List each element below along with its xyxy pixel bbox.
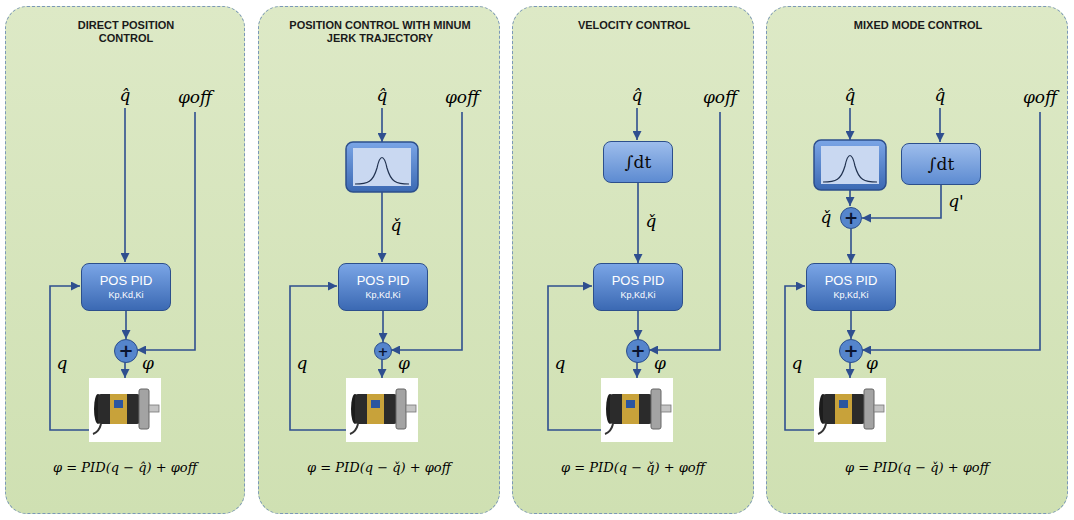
summing-junction: + (626, 339, 650, 363)
min-jerk-profile (814, 140, 886, 190)
signal-name: q̂ (632, 84, 643, 106)
signal-name: q' (948, 190, 964, 212)
gain-list: Kp,Kd,Ki (365, 289, 400, 301)
summing-junction: + (840, 207, 862, 229)
signal-name: φ (398, 352, 410, 374)
pid-controller-box: POS PIDKp,Kd,Ki (593, 263, 683, 311)
panel-title: MIXED MODE CONTROL (823, 19, 1013, 32)
integral-symbol: ∫dt (928, 154, 955, 174)
signal-arrow (637, 183, 639, 263)
summing-junction: + (374, 342, 392, 360)
signal-name: q̂ (845, 84, 856, 106)
signal-name: q̌ (646, 210, 657, 232)
plus-sign: + (630, 342, 645, 360)
signal-name: φoff (1023, 86, 1057, 108)
signal-wire (381, 108, 383, 142)
plus-sign: + (118, 342, 133, 360)
feedback-wire (290, 286, 346, 430)
panel-title: DIRECT POSITION CONTROL (56, 19, 196, 45)
control-law: φ = PID(q − q̌) + φoff (561, 460, 705, 476)
signal-name: q̂ (377, 84, 388, 106)
motor-image (814, 378, 886, 442)
motor-image (89, 378, 161, 442)
controller-name: POS PID (100, 273, 153, 289)
plus-sign: + (844, 210, 858, 227)
controller-name: POS PID (825, 273, 878, 289)
feedback-wire (548, 286, 601, 430)
signal-arrow (382, 311, 384, 342)
signal-wire (939, 108, 941, 142)
controller-name: POS PID (612, 273, 665, 289)
controller-name: POS PID (357, 273, 410, 289)
signal-wire (381, 192, 383, 262)
control-mode-panel: DIRECT POSITION CONTROL POS PIDKp,Kd,Ki + (5, 6, 245, 514)
gain-list: Kp,Kd,Ki (833, 289, 868, 301)
signal-name: q (297, 352, 308, 374)
control-mode-panel: VELOCITY CONTROL ∫dtPOS PIDKp,Kd,Ki + (512, 6, 754, 514)
pid-controller-box: POS PIDKp,Kd,Ki (806, 263, 896, 311)
pid-controller-box: POS PIDKp,Kd,Ki (81, 263, 171, 311)
signal-name: q̌ (391, 214, 402, 236)
signal-name: q̂ (935, 84, 946, 106)
pid-controller-box: POS PIDKp,Kd,Ki (338, 263, 428, 311)
signal-name: φoff (703, 86, 737, 108)
signal-wire (849, 362, 851, 378)
control-law: φ = PID(q − q̌) + φoff (307, 460, 451, 476)
gain-list: Kp,Kd,Ki (620, 289, 655, 301)
integral-symbol: ∫dt (625, 152, 652, 172)
signal-wire (636, 108, 638, 140)
signal-name: q̌ (821, 206, 832, 228)
signal-name: q (555, 352, 566, 374)
signal-wire (381, 359, 383, 378)
signal-wire (849, 190, 851, 206)
signal-wire (862, 112, 1040, 350)
signal-arrow (850, 311, 852, 339)
integrator-box: ∫dt (901, 143, 981, 185)
panel-ground (766, 6, 1068, 514)
signal-wire (137, 112, 195, 350)
signal-name: φ (866, 352, 878, 374)
control-mode-panel: MIXED MODE CONTROL ∫dt + POS PIDKp,Kd,Ki + (766, 6, 1068, 514)
signal-arrow (125, 311, 127, 339)
gain-list: Kp,Kd,Ki (108, 289, 143, 301)
signal-name: φoff (178, 86, 212, 108)
summing-junction: + (114, 339, 138, 363)
signal-wires (50, 108, 1040, 430)
signal-wire (636, 362, 638, 378)
plus-sign: + (843, 342, 858, 360)
signal-name: φ (142, 352, 154, 374)
signal-name: φoff (445, 86, 479, 108)
panel-grounds (5, 6, 1068, 514)
signal-wire (124, 362, 126, 378)
signal-arrow (637, 311, 639, 339)
signal-name: q̂ (120, 84, 131, 106)
signal-name: φ (654, 352, 666, 374)
signal-wire (849, 108, 851, 140)
panel-ground (258, 6, 500, 514)
signal-name: q (57, 352, 68, 374)
summing-junction: + (839, 339, 863, 363)
panel-title: VELOCITY CONTROL (539, 19, 729, 32)
control-law: φ = PID(q − q̌) + φoff (845, 460, 989, 476)
signal-arrow (850, 229, 852, 263)
signal-name: q (792, 352, 803, 374)
panel-title: POSITION CONTROL WITH MINUM JERK TRAJECT… (285, 19, 475, 45)
min-jerk-profile (346, 142, 418, 192)
motor-image (346, 378, 418, 442)
signal-arrow (862, 185, 941, 218)
integrator-box: ∫dt (603, 141, 673, 183)
panel-ground (512, 6, 754, 514)
signal-wire (391, 112, 462, 350)
control-mode-panel: POSITION CONTROL WITH MINUM JERK TRAJECT… (258, 6, 500, 514)
plus-sign: + (378, 345, 389, 358)
panel-ground (5, 6, 245, 514)
signal-wire (124, 108, 126, 262)
motor-image (601, 378, 673, 442)
control-law: φ = PID(q − q̂) + φoff (53, 460, 197, 476)
